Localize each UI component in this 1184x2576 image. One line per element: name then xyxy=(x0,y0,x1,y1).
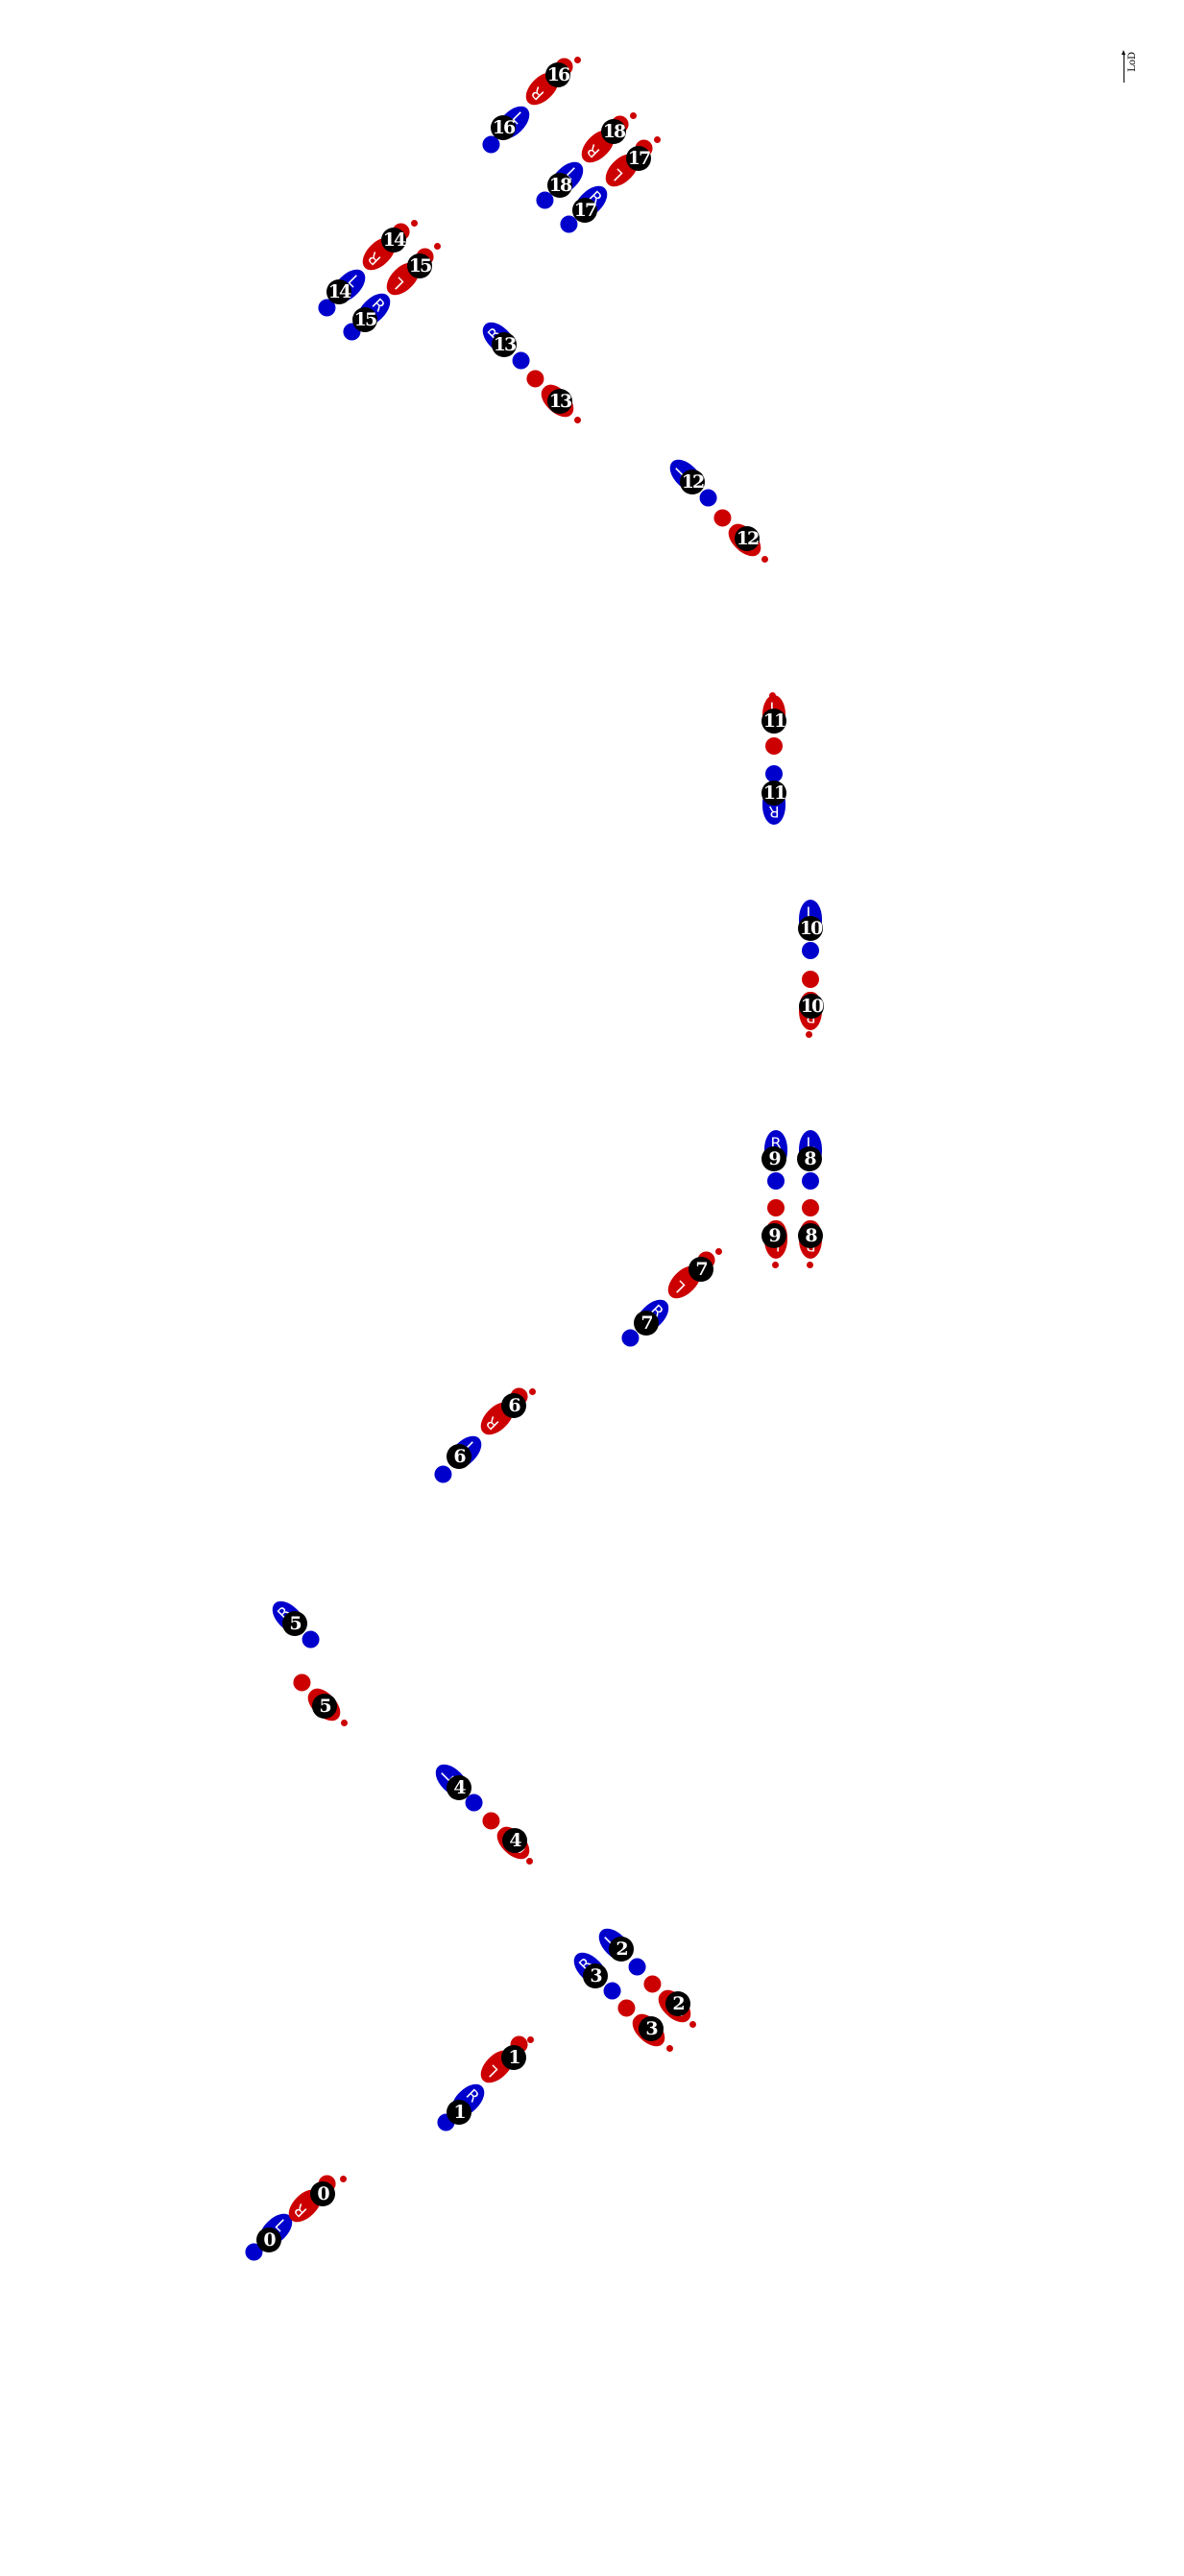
step-number-badge: 9 xyxy=(761,1146,786,1171)
heel-marker-dot-icon xyxy=(771,1261,779,1268)
step-number-badge: 12 xyxy=(735,526,760,551)
heel-marker-dot-icon xyxy=(340,1719,348,1726)
heel-marker-dot-icon xyxy=(761,555,768,563)
heel-marker-dot-icon xyxy=(410,219,418,227)
footprint-heel-icon xyxy=(802,971,819,988)
step-number-badge: 9 xyxy=(761,1223,786,1248)
step-number-badge: 2 xyxy=(665,1991,690,2016)
step-number-badge: 11 xyxy=(761,781,786,806)
step-number-badge: 7 xyxy=(689,1257,713,1282)
step-number-badge: 5 xyxy=(312,1694,337,1719)
step-number-badge: 18 xyxy=(601,119,626,144)
foot-side-letter: L xyxy=(806,903,815,922)
step-number-badge: 3 xyxy=(639,2016,664,2041)
lod-label: LoD xyxy=(1127,52,1138,72)
step-number-badge: 8 xyxy=(798,1223,823,1248)
heel-marker-dot-icon xyxy=(525,1857,533,1865)
heel-marker-dot-icon xyxy=(629,111,637,119)
heel-marker-dot-icon xyxy=(806,1261,813,1268)
heel-marker-dot-icon xyxy=(714,1247,722,1255)
step-number-badge: 14 xyxy=(326,279,351,304)
footprint-heel-icon xyxy=(802,942,819,959)
foot-side-letter: R xyxy=(768,803,780,821)
step-number-badge: 1 xyxy=(447,2100,471,2125)
step-number-badge: 13 xyxy=(492,332,517,357)
step-number-badge: 0 xyxy=(310,2181,335,2206)
heel-marker-dot-icon xyxy=(339,2175,347,2182)
step-number-badge: 11 xyxy=(761,709,786,734)
footprint-heel-icon xyxy=(767,1172,785,1190)
heel-marker-dot-icon xyxy=(768,691,776,699)
step-number-badge: 8 xyxy=(797,1146,822,1171)
step-number-badge: 6 xyxy=(447,1444,471,1469)
footprint-heel-icon xyxy=(802,1172,819,1190)
step-number-badge: 7 xyxy=(634,1311,659,1336)
step-number-badge: 5 xyxy=(282,1611,307,1636)
step-number-badge: 16 xyxy=(491,115,516,140)
heel-marker-dot-icon xyxy=(573,56,581,63)
step-number-badge: 18 xyxy=(547,173,572,198)
step-number-badge: 17 xyxy=(626,146,651,171)
step-number-badge: 10 xyxy=(799,994,824,1019)
step-number-badge: 2 xyxy=(609,1937,634,1962)
step-number-badge: 17 xyxy=(572,198,597,223)
heel-marker-dot-icon xyxy=(528,1387,536,1395)
heel-marker-dot-icon xyxy=(653,135,661,143)
heel-marker-dot-icon xyxy=(805,1030,812,1038)
line-of-dance-indicator: LoD xyxy=(1122,50,1141,84)
step-number-badge: 0 xyxy=(256,2227,281,2252)
step-number-badge: 12 xyxy=(680,469,705,494)
footprint-heel-icon xyxy=(765,737,783,755)
step-number-badge: 14 xyxy=(381,228,406,253)
step-number-badge: 6 xyxy=(501,1393,526,1418)
foot-side-letter: L xyxy=(806,1134,815,1152)
footprint-heel-icon xyxy=(767,1199,785,1216)
step-number-badge: 13 xyxy=(547,389,572,414)
step-number-badge: 10 xyxy=(798,916,823,941)
foot-side-letter: R xyxy=(770,1134,782,1152)
heel-marker-dot-icon xyxy=(689,2020,696,2028)
heel-marker-dot-icon xyxy=(665,2044,673,2052)
step-number-badge: 16 xyxy=(545,62,570,87)
step-number-badge: 1 xyxy=(501,2045,526,2070)
step-number-badge: 4 xyxy=(447,1775,471,1800)
footprint-heel-icon xyxy=(802,1199,819,1216)
heel-marker-dot-icon xyxy=(573,416,581,423)
step-number-badge: 4 xyxy=(502,1828,527,1853)
step-number-badge: 15 xyxy=(352,307,377,332)
foot-side-letter: L xyxy=(760,701,788,716)
step-number-badge: 15 xyxy=(407,253,432,278)
heel-marker-dot-icon xyxy=(433,242,441,250)
heel-marker-dot-icon xyxy=(526,2035,534,2043)
step-number-badge: 3 xyxy=(583,1963,608,1988)
